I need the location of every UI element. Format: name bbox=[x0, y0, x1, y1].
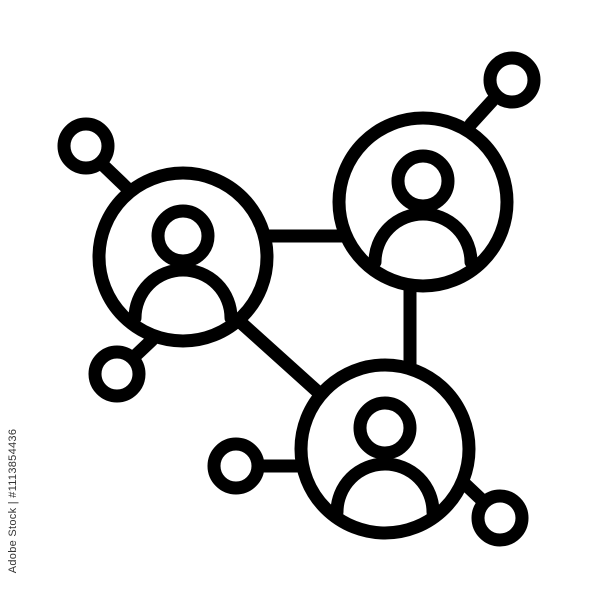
outer-node-bottom-left bbox=[207, 437, 265, 495]
person-body-icon bbox=[330, 457, 440, 519]
connector-line-diagonal bbox=[231, 313, 325, 399]
stem-top-right bbox=[464, 94, 499, 131]
person-node-bottom bbox=[294, 358, 476, 540]
outer-node-top-left bbox=[57, 117, 115, 175]
outer-node-left bbox=[88, 345, 146, 403]
stock-id-text: Adobe Stock | #1113854436 bbox=[7, 428, 19, 574]
person-body-icon bbox=[368, 207, 478, 269]
person-node-left bbox=[92, 166, 274, 348]
person-node-top-right bbox=[332, 111, 514, 293]
outer-node-bottom-right bbox=[471, 489, 529, 547]
person-body-icon bbox=[128, 263, 238, 325]
person-head-icon bbox=[353, 396, 417, 460]
stem-top-left bbox=[97, 159, 137, 198]
outer-node-top-right bbox=[483, 51, 541, 109]
person-head-icon bbox=[391, 149, 455, 213]
person-head-icon bbox=[151, 204, 215, 268]
